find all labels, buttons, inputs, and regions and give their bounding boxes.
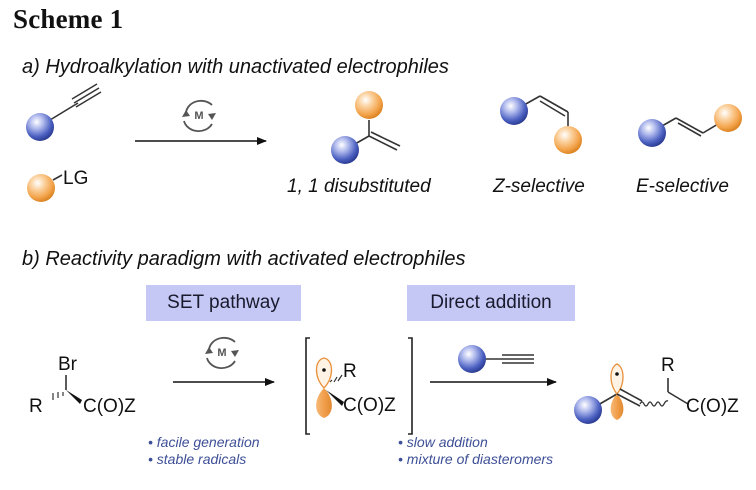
blue-sphere-icon xyxy=(500,97,528,125)
notes-set: • facile generation • stable radicals xyxy=(148,434,260,468)
substrate-r: R xyxy=(29,396,43,417)
orange-sphere-icon xyxy=(554,126,582,154)
radical-intermediate: R C(O)Z xyxy=(305,337,413,435)
orange-sphere-icon xyxy=(27,174,55,202)
product-label-e: E-selective xyxy=(636,176,729,197)
p-orbital-upper xyxy=(610,363,624,396)
p-orbital-lower xyxy=(316,388,332,418)
product-e-alkene xyxy=(638,104,742,147)
orange-sphere-icon xyxy=(714,104,742,132)
product-label-1-1: 1, 1 disubstituted xyxy=(287,176,431,197)
scheme-title: Scheme 1 xyxy=(13,4,124,34)
substrate-coz: C(O)Z xyxy=(83,396,136,417)
notes-direct: • slow addition • mixture of diasteromer… xyxy=(398,434,553,468)
wavy-bond xyxy=(639,400,669,407)
radical-dot xyxy=(615,372,619,376)
section-b-title: b) Reactivity paradigm with activated el… xyxy=(22,248,466,270)
section-a-title: a) Hydroalkylation with unactivated elec… xyxy=(22,56,449,78)
product-vinyl-radical: R C(O)Z xyxy=(574,355,739,424)
intermediate-r: R xyxy=(343,361,357,382)
reactant-electrophile: LG xyxy=(27,168,88,202)
badge-direct-addition: Direct addition xyxy=(407,285,575,321)
catalyst-label: M xyxy=(217,347,226,359)
product-1-1-disubstituted xyxy=(331,91,401,164)
intermediate-coz: C(O)Z xyxy=(343,395,396,416)
product-r: R xyxy=(661,355,675,376)
reactant-alkyne xyxy=(26,83,102,141)
substrate-br: Br xyxy=(58,354,78,375)
product-coz: C(O)Z xyxy=(686,396,739,417)
substrate-alpha-bromo-carbonyl: Br R C(O)Z xyxy=(29,354,136,417)
catalyst-label: M xyxy=(194,110,203,122)
blue-sphere-icon xyxy=(331,136,359,164)
blue-sphere-icon xyxy=(574,396,602,424)
orange-sphere-icon xyxy=(355,91,383,119)
note-item: • stable radicals xyxy=(148,451,247,467)
note-item: • facile generation xyxy=(148,434,260,450)
product-z-alkene xyxy=(500,95,582,154)
leaving-group-label: LG xyxy=(63,168,88,189)
blue-sphere-icon xyxy=(26,113,54,141)
badge-set-pathway: SET pathway xyxy=(146,285,301,321)
p-orbital-upper xyxy=(315,357,333,389)
bracket-right xyxy=(408,337,413,435)
catalytic-cycle-icon: M xyxy=(182,99,216,132)
note-item: • mixture of diasteromers xyxy=(398,451,554,467)
catalytic-cycle-icon: M xyxy=(205,336,239,369)
p-orbital-lower xyxy=(610,394,624,420)
alkyne-reagent xyxy=(458,345,534,373)
radical-dot xyxy=(322,368,326,372)
blue-sphere-icon xyxy=(458,345,486,373)
blue-sphere-icon xyxy=(638,119,666,147)
note-item: • slow addition xyxy=(398,434,488,450)
product-label-z: Z-selective xyxy=(493,176,585,197)
bracket-left xyxy=(305,337,310,435)
